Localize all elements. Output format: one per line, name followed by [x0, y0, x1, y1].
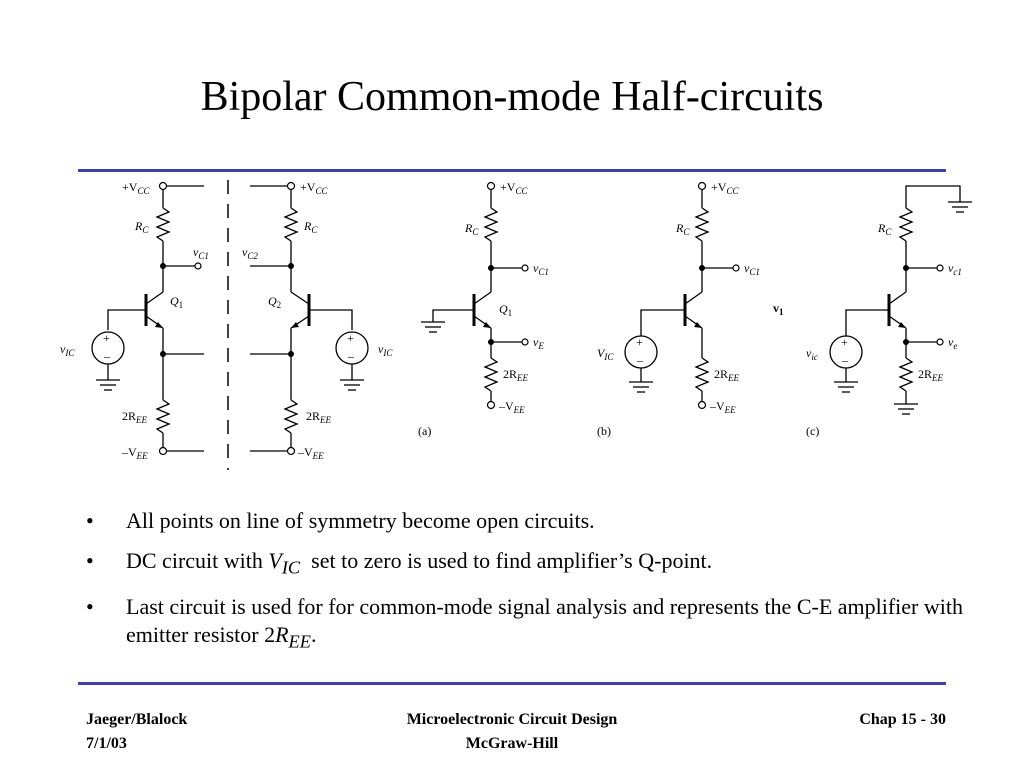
- label-2ree-b: 2REE: [714, 367, 740, 383]
- bullet-item: • DC circuit with VIC set to zero is use…: [86, 547, 966, 581]
- label-2ree-left: 2REE: [122, 409, 148, 425]
- footer-page-number: Chap 15 - 30: [859, 711, 946, 728]
- label-c: (c): [806, 424, 819, 438]
- bullet-text-post: set to zero is used to find amplifier’s …: [300, 548, 713, 573]
- bullet-text-pre: Last circuit is used for for common-mode…: [126, 594, 963, 648]
- circuit-diagram: +VCC RC vC1 Q1 vIC + – 2REE –VEE +VCC RC…: [60, 180, 972, 470]
- label-rc-c: RC: [877, 221, 892, 237]
- label-rc-b: RC: [675, 221, 690, 237]
- label-vee-a: –VEE: [498, 399, 525, 415]
- plus-c: +: [841, 335, 848, 349]
- footer-book-title: Microelectronic Circuit Design: [406, 711, 618, 728]
- label-2ree-a: 2REE: [503, 367, 529, 383]
- minus-right: –: [347, 349, 355, 363]
- label-ve-c: ve: [948, 335, 957, 351]
- minus-c: –: [841, 353, 849, 367]
- bullet-list: • All points on line of symmetry become …: [86, 507, 966, 668]
- bottom-divider: [78, 682, 946, 685]
- label-q2: Q2: [268, 294, 281, 310]
- label-q1: Q1: [170, 294, 183, 310]
- bullet-text-pre: DC circuit with: [126, 548, 269, 573]
- label-vee-left: –VEE: [121, 445, 148, 461]
- plus-right: +: [347, 331, 354, 345]
- label-vcc-b: +VCC: [711, 180, 739, 196]
- bullet-item: • Last circuit is used for for common-mo…: [86, 593, 966, 655]
- bullet-sub: EE: [288, 631, 311, 652]
- minus-left: –: [103, 349, 111, 363]
- label-2ree-right: 2REE: [306, 409, 332, 425]
- label-rc-right: RC: [303, 219, 318, 235]
- bullet-marker: •: [86, 548, 94, 573]
- label-VIC-b: VIC: [597, 346, 614, 362]
- footer-book: Microelectronic Circuit Design McGraw-Hi…: [312, 708, 712, 756]
- circuit-c: [829, 185, 972, 415]
- label-vc2: vC2: [242, 245, 258, 261]
- label-vcc-a: +VCC: [500, 180, 528, 196]
- label-ve-a: vE: [533, 335, 544, 351]
- label-vee-right: –VEE: [297, 445, 324, 461]
- footer-publisher: McGraw-Hill: [465, 735, 559, 752]
- label-a: (a): [418, 424, 431, 438]
- label-vic-c: vic: [806, 346, 818, 362]
- top-divider: [78, 169, 946, 172]
- label-vc1-a: vC1: [533, 261, 549, 277]
- label-rc-left: RC: [134, 219, 149, 235]
- bullet-text: All points on line of symmetry become op…: [126, 508, 595, 533]
- label-vic-left: vIC: [60, 342, 75, 358]
- footer-date: 7/1/03: [86, 735, 127, 752]
- bullet-sub: IC: [281, 557, 301, 578]
- bullet-var: V: [268, 548, 282, 573]
- label-2ree-c: 2REE: [918, 367, 944, 383]
- right-half-circuit: [250, 181, 369, 456]
- bullet-var: R: [275, 622, 289, 648]
- label-b: (b): [597, 424, 611, 438]
- left-half-circuit: [91, 181, 204, 456]
- footer-authors: Jaeger/Blalock 7/1/03: [86, 708, 187, 756]
- label-q1-a: Q1: [499, 302, 512, 318]
- plus-b: +: [636, 335, 643, 349]
- footer-author-names: Jaeger/Blalock: [86, 711, 188, 728]
- minus-b: –: [636, 353, 644, 367]
- label-vc1-b: vC1: [744, 261, 760, 277]
- label-vc1-c: vc1: [948, 261, 962, 277]
- label-v1: v1: [773, 301, 784, 317]
- circuit-a: [421, 181, 529, 410]
- circuit-b: [624, 181, 740, 410]
- label-vic-right: vIC: [378, 342, 393, 358]
- label-vcc-left: +VCC: [122, 180, 150, 196]
- label-vcc-right: +VCC: [300, 180, 328, 196]
- label-vee-b: –VEE: [709, 399, 736, 415]
- slide-title: Bipolar Common-mode Half-circuits: [200, 74, 824, 120]
- bullet-item: • All points on line of symmetry become …: [86, 507, 966, 535]
- label-rc-a: RC: [464, 221, 479, 237]
- plus-left: +: [103, 331, 110, 345]
- label-vc1-left: vC1: [193, 245, 209, 261]
- bullet-text-post: .: [310, 622, 317, 648]
- bullet-marker: •: [86, 508, 94, 533]
- bullet-marker: •: [86, 594, 94, 620]
